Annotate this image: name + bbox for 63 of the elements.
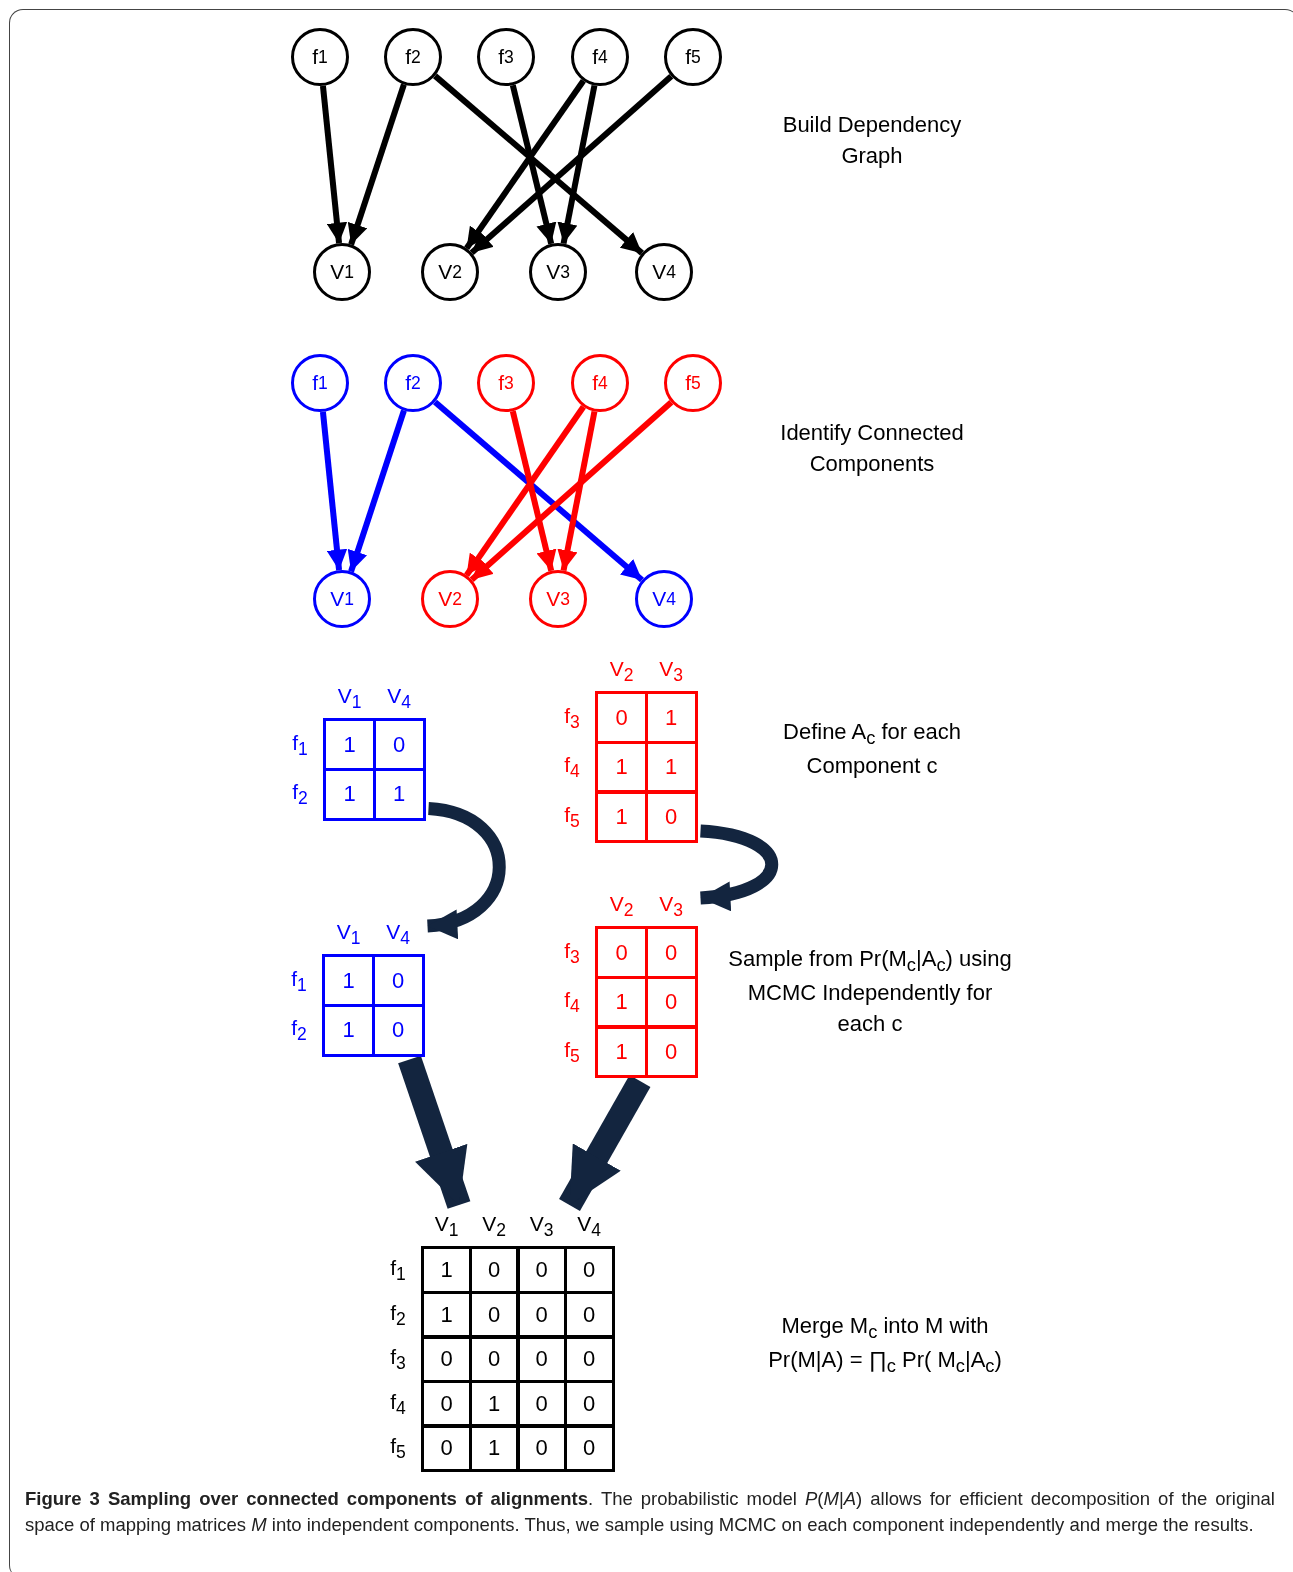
arrow xyxy=(699,824,778,910)
arrow xyxy=(398,1055,471,1209)
row-label: f$_{5}$ xyxy=(389,1434,407,1464)
row-label: f$_{1}$ xyxy=(389,1256,407,1286)
arrow xyxy=(347,409,407,573)
column-label: V$_{4}$ xyxy=(386,684,412,714)
matrix-cell: 0 xyxy=(516,1424,567,1472)
arrow xyxy=(464,405,586,577)
figure-caption: Figure 3 Sampling over connected components of alignments. The probabilistic model P(M|A) allows for efficient decomposition of the original space of mapping matrices M into independent components. Thus, we sample using MCMC on each component independently and merge the results. xyxy=(25,1487,1275,1538)
column-label: V$_{3}$ xyxy=(658,892,684,922)
row-label: f$_{5}$ xyxy=(563,1037,581,1067)
arrow xyxy=(426,802,506,937)
step-label: Build Dependency Graph xyxy=(781,111,963,170)
step-label: Merge M$_{c}$ into M with Pr(M|A) = ∏$_{c}$ Pr( M$_{c}$|A$_{c}$) xyxy=(767,1312,1003,1379)
arrow xyxy=(557,410,598,572)
arrow xyxy=(433,399,644,583)
step-label: Identify Connected Components xyxy=(779,419,965,478)
column-label: V$_{4}$ xyxy=(385,920,411,950)
step-label: Define A$_{c}$ for each Component c xyxy=(782,718,962,781)
column-label: V$_{3}$ xyxy=(528,1212,555,1242)
row-label: f$_{2}$ xyxy=(291,780,309,810)
matrix-cell: 0 xyxy=(421,1424,472,1472)
matrix-cell: 1 xyxy=(595,790,648,843)
column-label: V$_{1}$ xyxy=(336,684,363,714)
row-label: f$_{5}$ xyxy=(563,802,581,832)
arrow xyxy=(509,410,557,572)
matrix-cell: 1 xyxy=(323,718,376,771)
row-label: f$_{1}$ xyxy=(291,730,309,760)
matrix-cell: 0 xyxy=(516,1335,567,1383)
row-label: f$_{3}$ xyxy=(563,703,581,733)
arrow xyxy=(469,400,674,582)
arrow xyxy=(347,83,407,246)
column-label: V$_{4}$ xyxy=(576,1212,602,1242)
matrix-cell: 0 xyxy=(595,691,648,744)
step-label: Sample from Pr(M$_{c}$|A$_{c}$) using MCMC Independently for each c xyxy=(727,945,1013,1038)
column-label: V$_{3}$ xyxy=(658,657,684,687)
arrow xyxy=(464,79,586,250)
matrix-cell: 1 xyxy=(595,1025,648,1078)
row-label: f$_{4}$ xyxy=(389,1389,407,1419)
arrow xyxy=(559,1075,651,1211)
arrow xyxy=(319,85,348,244)
row-label: f$_{1}$ xyxy=(290,966,308,996)
matrix-cell: 0 xyxy=(595,926,648,979)
matrix-cell: 0 xyxy=(516,1246,567,1294)
arrow xyxy=(557,84,598,245)
matrix-cell: 0 xyxy=(421,1335,472,1383)
row-label: f$_{2}$ xyxy=(389,1300,407,1330)
column-label: V$_{2}$ xyxy=(608,892,635,922)
matrix-cell: 1 xyxy=(421,1246,472,1294)
arrow xyxy=(469,73,674,256)
arrow xyxy=(319,411,348,571)
row-label: f$_{3}$ xyxy=(389,1345,407,1375)
column-label: V$_{2}$ xyxy=(481,1212,507,1242)
arrow xyxy=(509,84,557,245)
arrow xyxy=(433,73,644,256)
row-label: f$_{4}$ xyxy=(563,753,581,783)
row-label: f$_{2}$ xyxy=(290,1016,308,1046)
column-label: V$_{2}$ xyxy=(608,657,635,687)
row-label: f$_{3}$ xyxy=(563,938,581,968)
matrix-cell: 1 xyxy=(322,954,375,1007)
row-label: f$_{4}$ xyxy=(563,988,581,1018)
column-label: V$_{1}$ xyxy=(433,1212,460,1242)
column-label: V$_{1}$ xyxy=(335,920,362,950)
